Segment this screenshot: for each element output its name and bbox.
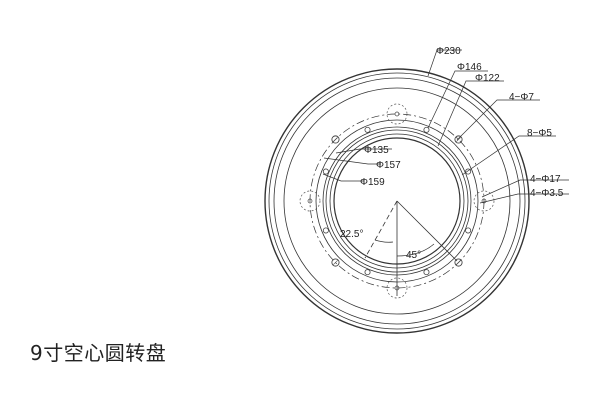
pocket-d17 xyxy=(386,103,408,125)
hole-d7 xyxy=(331,258,340,267)
pocket-d17 xyxy=(473,190,495,212)
leader-h4d7 xyxy=(456,99,540,141)
label-h4d35: 4−Φ3.5 xyxy=(530,188,564,199)
hole-d7 xyxy=(331,135,340,144)
label-d230: Φ230 xyxy=(436,46,461,57)
leader-d157 xyxy=(323,157,381,165)
hole-d7-hatch xyxy=(456,137,461,142)
hole-d7 xyxy=(454,258,463,267)
hole-d5 xyxy=(465,227,472,234)
arc-45 xyxy=(396,243,435,257)
leader-h4d35 xyxy=(479,193,569,204)
hole-d5 xyxy=(322,227,329,234)
hole-d5 xyxy=(322,168,329,175)
label-h8d5: 8−Φ5 xyxy=(527,128,552,139)
angle-line-225 xyxy=(364,200,398,259)
outer-ring-3 xyxy=(273,77,521,325)
hole-d5 xyxy=(364,269,371,276)
pocket-d17 xyxy=(386,277,408,299)
arc-225 xyxy=(374,239,394,243)
leader-d146 xyxy=(427,70,488,129)
product-caption: 9寸空心圆转盘 xyxy=(30,341,167,365)
hole-d7 xyxy=(454,135,463,144)
hole-group-4-d7 xyxy=(331,135,463,267)
outer-ring-4 xyxy=(283,87,511,315)
leader-h8d5 xyxy=(461,135,556,176)
hole-d7-hatch xyxy=(456,260,461,265)
label-d146: Φ146 xyxy=(457,62,482,73)
label-angle-45: 45° xyxy=(406,250,421,261)
label-d157: Φ157 xyxy=(376,160,401,171)
hole-d7-hatch xyxy=(333,137,338,142)
outer-ring-230 xyxy=(264,68,530,334)
pocket-group-4-d17 xyxy=(299,103,495,299)
hole-d5 xyxy=(364,126,371,133)
pocket-hole-d3-5 xyxy=(394,111,400,117)
hole-d5 xyxy=(465,168,472,175)
hole-d5 xyxy=(423,126,430,133)
hole-d5 xyxy=(423,269,430,276)
angle-line-45 xyxy=(396,200,458,262)
hole-group-8-d5 xyxy=(322,126,472,276)
leader-d135 xyxy=(335,148,392,154)
leader-d159 xyxy=(322,173,364,182)
outer-ring-2 xyxy=(268,72,526,330)
label-d122: Φ122 xyxy=(475,73,500,84)
hole-d7-hatch xyxy=(333,260,338,265)
pocket-d17 xyxy=(299,190,321,212)
label-d135: Φ135 xyxy=(364,145,389,156)
label-angle-225: 22.5° xyxy=(340,229,363,240)
leader-d230 xyxy=(427,49,462,77)
pocket-hole-d3-5 xyxy=(481,198,487,204)
pocket-hole-d3-5 xyxy=(307,198,313,204)
bolt-circle xyxy=(309,113,485,289)
label-d159: Φ159 xyxy=(360,177,385,188)
label-h4d7: 4−Φ7 xyxy=(509,92,534,103)
leader-d122 xyxy=(437,80,504,147)
label-h4d17: 4−Φ17 xyxy=(530,174,561,185)
leader-h4d17 xyxy=(481,179,569,198)
